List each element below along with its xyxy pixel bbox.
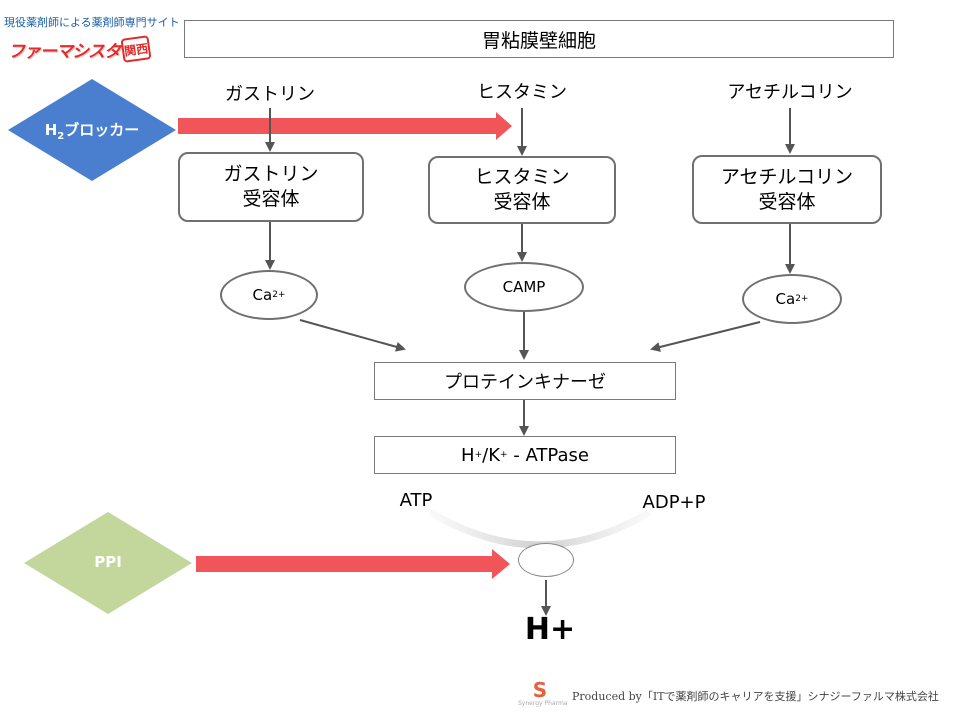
ppi-shape [24,512,192,614]
h2-blocker-suffix: ブロッカー [64,121,140,139]
h2-blocker-label: H2ブロッカー [8,119,176,142]
footer-credit: Produced by「ITで薬剤師のキャリアを支援」シナジーファルマ株式会社 [572,690,939,703]
h2-blocker-prefix: H [44,121,58,139]
arrow-ca-kinase-left [299,319,406,352]
adp-label: ADP+P [642,492,706,513]
histamine-receptor-line2: 受容体 [493,191,551,213]
histamine-receptor-box: ヒスタミン 受容体 [428,156,616,224]
pump-k: /K [482,444,501,466]
synergy-logo-caption: Synergy Pharma [518,700,568,707]
agonist-gastrin: ガストリン [225,84,315,105]
pump-k-sup: + [500,450,508,460]
gastrin-receptor-line2: 受容体 [242,188,300,210]
ca-left-base: Ca [252,286,273,304]
pump-h-sup: + [474,450,483,460]
ca-left-sup: 2+ [272,290,286,300]
pump-atpase: - ATPase [507,444,589,466]
acetylcholine-receptor-box: アセチルコリン 受容体 [692,155,882,224]
ppi-diamond [24,512,192,614]
logo-text: ファーマシスタ [8,41,121,62]
arrow-ca-kinase-right [650,321,761,352]
site-tagline: 現役薬剤師による薬剤師専門サイト [4,16,180,29]
acetylcholine-receptor-line2: 受容体 [758,190,816,213]
synergy-logo: S Synergy Pharma [518,678,567,716]
camp-ellipse: CAMP [464,262,584,312]
ca-right-sup: 2+ [795,294,809,304]
h2-blocker-shape [8,79,176,181]
synergy-logo-letter: S [532,678,548,702]
site-logo[interactable]: ファーマシスタ 関西 [8,35,152,63]
h2-blocker-subscript: 2 [57,131,65,142]
gastrin-receptor-box: ガストリン 受容体 [178,152,364,222]
ppi-arrow [196,549,510,579]
atp-adp-arc [428,508,652,549]
h2-blocker-arrow [178,112,512,140]
hplus-product: H+ [524,612,576,647]
diagram-title: 胃粘膜壁細胞 [184,20,894,58]
ca-right-base: Ca [775,290,796,308]
agonist-acetylcholine: アセチルコリン [727,82,853,103]
protein-kinase-box: プロテインキナーゼ [374,362,676,400]
ppi-label: PPI [94,553,122,571]
proton-pump-box: H+/K+ - ATPase [374,436,676,474]
pump-ellipse [518,543,574,577]
h2-blocker-diamond [8,79,176,181]
histamine-receptor-line1: ヒスタミン [474,166,570,188]
gastrin-receptor-line1: ガストリン [223,163,319,185]
pump-h: H [461,444,475,466]
acetylcholine-receptor-line1: アセチルコリン [720,165,854,188]
agonist-histamine: ヒスタミン [477,82,567,103]
atp-label: ATP [399,490,433,511]
